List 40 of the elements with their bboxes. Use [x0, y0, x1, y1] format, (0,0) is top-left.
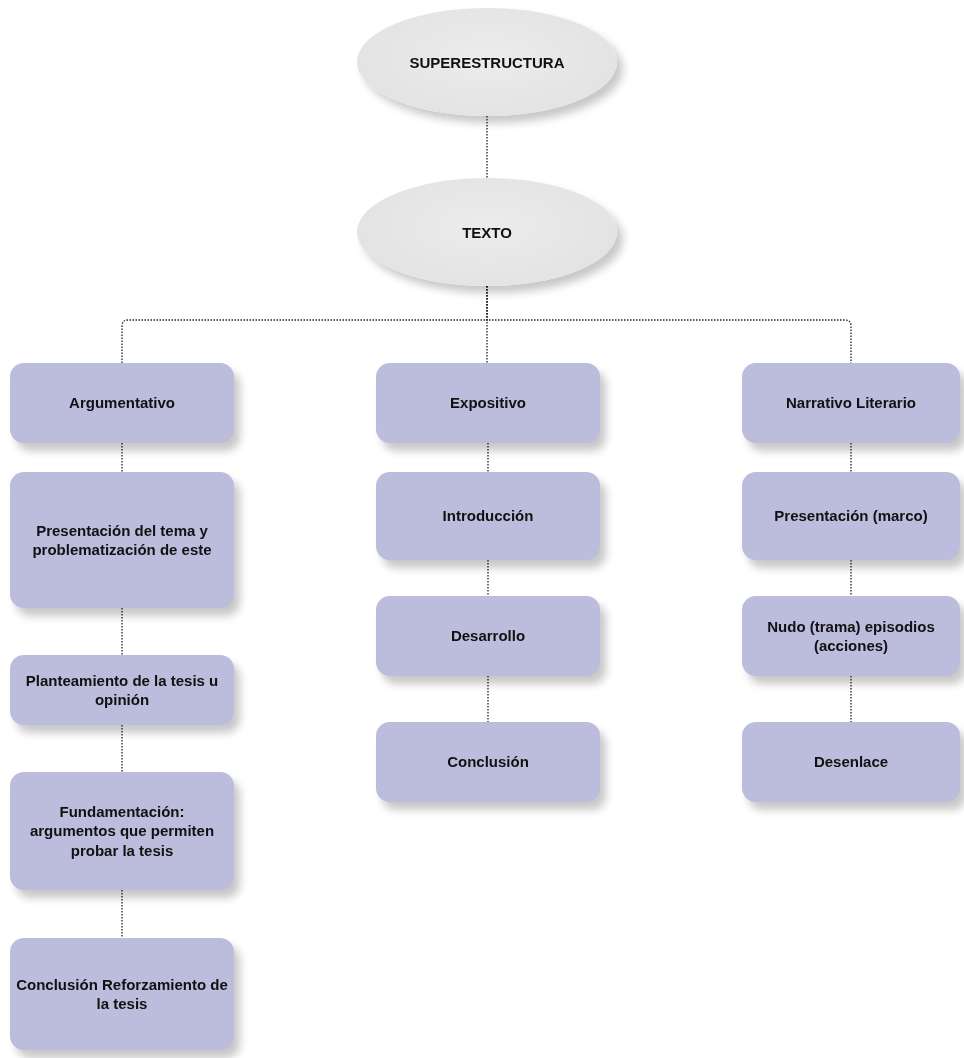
- node-label: Planteamiento de la tesis u opinión: [24, 670, 220, 710]
- node-label: Conclusión: [447, 752, 529, 772]
- rounded-box: [742, 596, 960, 676]
- node-label: Desarrollo: [450, 626, 526, 646]
- node-label: Presentación (marco): [774, 506, 928, 526]
- rounded-box: [742, 363, 960, 443]
- rounded-box: [376, 472, 600, 560]
- connector-line: [121, 442, 123, 473]
- node-label: Expositivo: [450, 393, 526, 413]
- connector-line: [487, 559, 489, 597]
- node-label: Introducción: [442, 506, 534, 526]
- connector-line: [486, 115, 488, 179]
- node-label: Narrativo Literario: [785, 393, 916, 413]
- connector-line: [850, 442, 852, 473]
- rounded-box: [376, 722, 600, 802]
- node-label: Argumentativo: [69, 393, 175, 413]
- node-label: Desenlace: [813, 752, 889, 772]
- rounded-box: [10, 655, 234, 725]
- node-label: TEXTO: [462, 223, 512, 241]
- node-label: Presentación del tema y problematización de este: [31, 520, 213, 560]
- node-label: SUPERESTRUCTURA: [409, 53, 565, 71]
- rounded-box: [10, 472, 234, 608]
- rounded-box: [10, 938, 234, 1050]
- rounded-box: [10, 363, 234, 443]
- rounded-box: [742, 472, 960, 560]
- connector-line: [850, 559, 852, 597]
- connector-line: [487, 675, 489, 723]
- connector-line: [121, 607, 123, 656]
- rounded-box: [10, 772, 234, 890]
- rounded-box: [376, 596, 600, 676]
- node-label: Nudo (trama) episodios (acciones): [766, 616, 936, 656]
- connector-line: [121, 724, 123, 773]
- rounded-box: [742, 722, 960, 802]
- connector-line: [850, 675, 852, 723]
- connector-line: [486, 285, 852, 364]
- node-label: Fundamentación: argumentos que permiten probar la tesis: [28, 801, 216, 861]
- connector-line: [121, 889, 123, 939]
- rounded-box: [376, 363, 600, 443]
- node-label: Conclusión Reforzamiento de la tesis: [16, 974, 228, 1014]
- connector-line: [487, 442, 489, 473]
